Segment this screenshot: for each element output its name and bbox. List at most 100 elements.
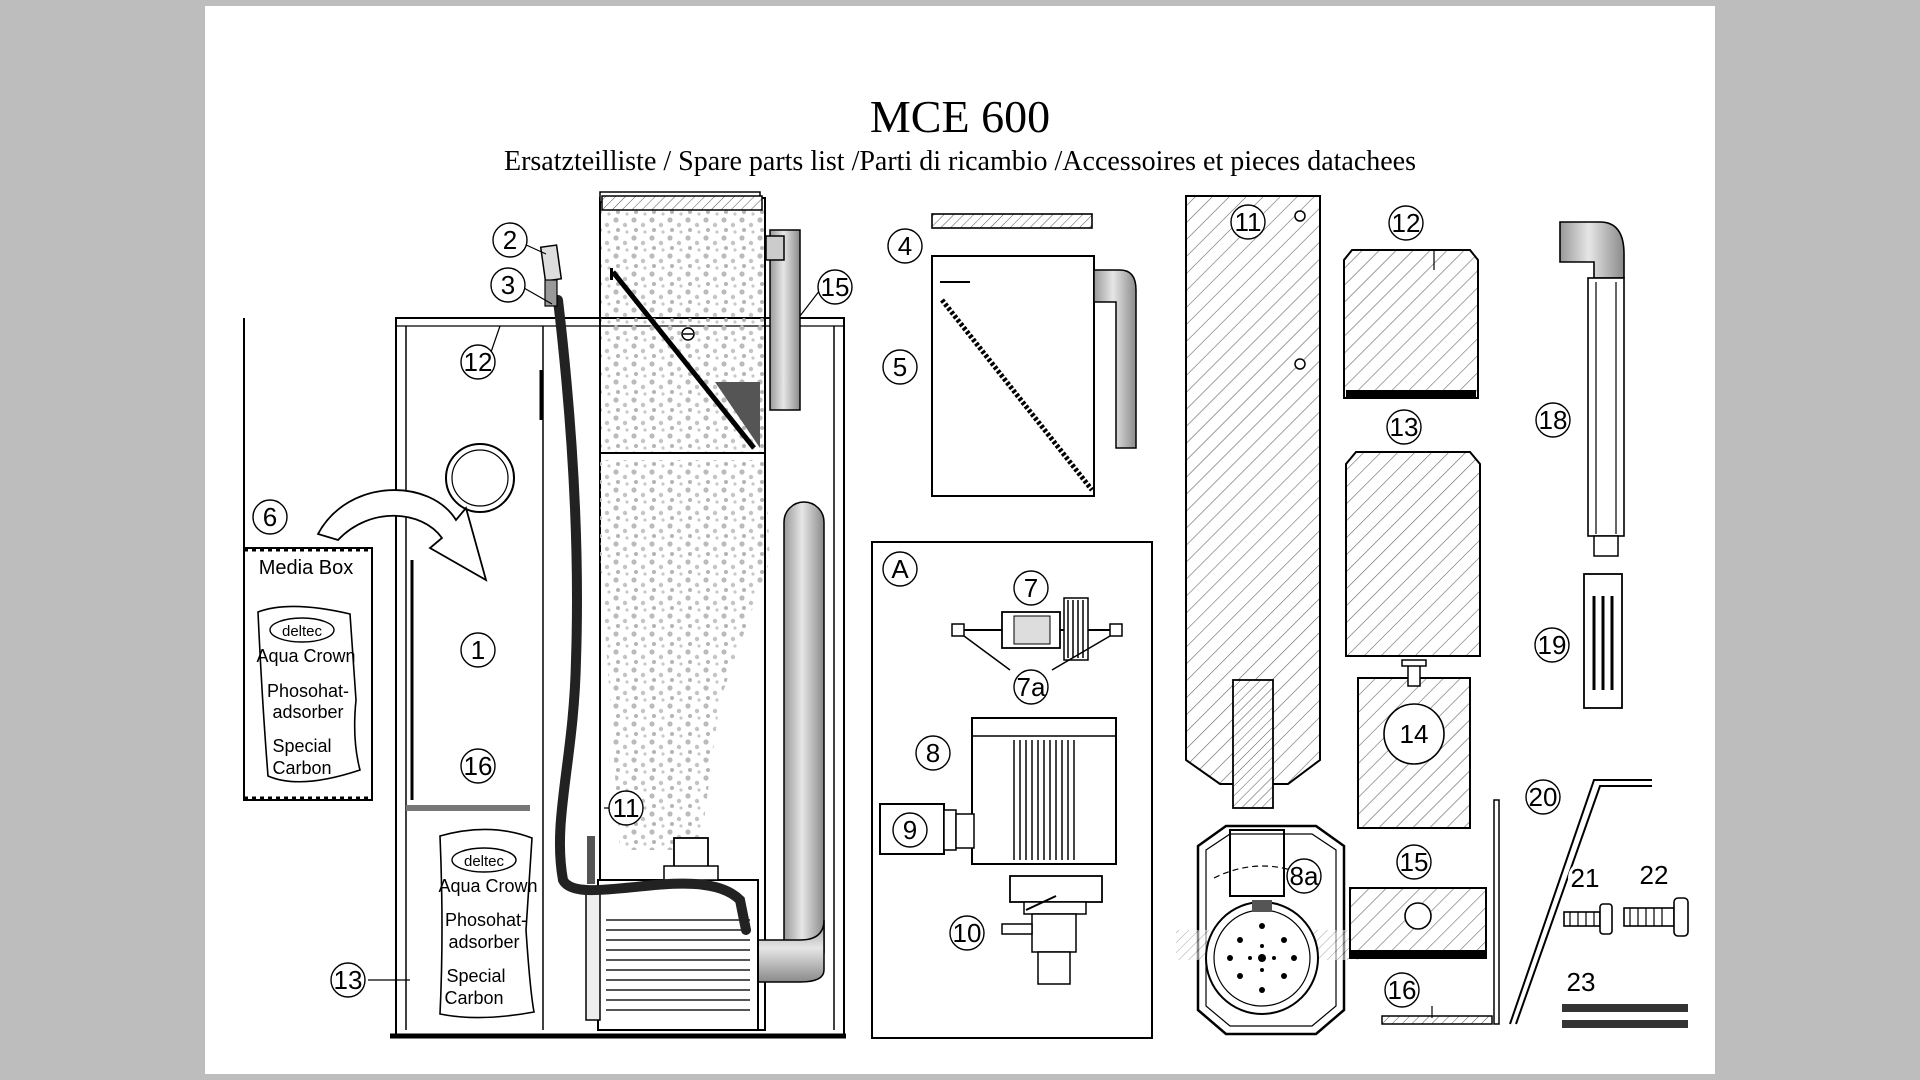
pump-motor-8 [971, 717, 1117, 865]
callout: 12 [460, 344, 496, 380]
callout-label: 6 [263, 502, 277, 532]
callout: 21 [1568, 861, 1602, 895]
filter-sponge-12 [1343, 249, 1479, 399]
screw-22 [1623, 897, 1689, 937]
callout: 11 [608, 790, 644, 826]
callout: 11 [1230, 204, 1266, 240]
filter-sponge-13 [1345, 451, 1481, 657]
impeller-housing-8a [1176, 824, 1366, 1036]
callout-label: 18 [1539, 405, 1568, 435]
baffle-plate-11 [1185, 195, 1321, 809]
media-box: Media Box deltec Aqua Crown Phosohat- ad… [243, 318, 373, 801]
callout: 2 [492, 222, 528, 258]
cup-lid [931, 213, 1093, 229]
strainer-19 [1583, 573, 1623, 709]
callout-label: 3 [501, 270, 515, 300]
callout: 13 [330, 962, 366, 998]
media-box-line: Aqua Crown [256, 646, 355, 666]
overflow-hole-inner [451, 449, 509, 507]
callout: 22 [1637, 858, 1671, 892]
callout-label: 15 [1400, 847, 1429, 877]
callout-label: 21 [1571, 863, 1600, 893]
insert-arrow [316, 489, 488, 582]
media-bag-logo: deltec [464, 853, 505, 870]
media-box-logo: deltec [282, 623, 323, 640]
callout: 20 [1525, 779, 1561, 815]
callout: 7 [1013, 570, 1049, 606]
media-bag: deltec Aqua Crown Phosohat- adsorber Spe… [438, 828, 538, 1019]
callout: 5 [882, 349, 918, 385]
media-bag-line: Special [446, 966, 505, 986]
media-box-line: Carbon [272, 758, 331, 778]
impeller-7 [951, 597, 1123, 671]
callout-label: 11 [1235, 207, 1262, 237]
callout-label: 13 [334, 965, 363, 995]
callout-label: 7a [1017, 672, 1046, 702]
callout-label: 13 [1390, 412, 1419, 442]
media-bag-line: Aqua Crown [438, 876, 537, 896]
callout: 13 [1386, 409, 1422, 445]
pump [585, 836, 759, 1031]
bracket-20 [1509, 779, 1652, 1025]
callout-label: 1 [471, 635, 485, 665]
callout: 3 [490, 267, 526, 303]
page-title: MCE 600 [869, 91, 1051, 142]
callout: 16 [1384, 972, 1420, 1008]
sponge-holder-15 [1349, 887, 1487, 959]
page-subtitle: Ersatzteilliste / Spare parts list /Part… [503, 146, 1417, 177]
media-bag-line: adsorber [448, 932, 519, 952]
callout-label: 12 [1392, 208, 1421, 238]
callout: 23 [1564, 965, 1598, 999]
outlet-pipe [765, 229, 801, 411]
callout: 1 [460, 632, 496, 668]
callout: 9 [892, 812, 928, 848]
seal-strips-23 [1562, 1004, 1688, 1028]
plate-16 [1381, 799, 1500, 1025]
callout-label: 20 [1529, 782, 1558, 812]
callout: 16 [460, 748, 496, 784]
callout: 14 [1397, 717, 1431, 751]
callout: 15 [817, 269, 853, 305]
callout-label: 23 [1567, 967, 1596, 997]
callout-label: 2 [503, 225, 517, 255]
callout: 15 [1396, 844, 1432, 880]
skimmer-lid [601, 195, 763, 211]
media-bag-line: Phosohat- [445, 910, 527, 930]
callout: 8a [1286, 858, 1322, 894]
return-pipe [755, 501, 825, 983]
elbow-tube-18 [1559, 221, 1625, 557]
callout-label: 9 [903, 815, 917, 845]
callout: A [882, 551, 918, 587]
screw-21 [1563, 903, 1613, 935]
callout-label: A [891, 554, 909, 584]
callout-label: 15 [821, 272, 850, 302]
callout: 7a [1013, 669, 1049, 705]
callout-label: 11 [613, 793, 640, 823]
venturi-10 [1001, 875, 1103, 985]
callout-label: 16 [1388, 975, 1417, 1005]
air-hose [553, 295, 751, 935]
callout-label: 8 [926, 738, 940, 768]
callout-label: 10 [953, 918, 982, 948]
callout: 12 [1388, 205, 1424, 241]
callout-label: 14 [1400, 719, 1429, 749]
callout: 6 [252, 499, 288, 535]
callout-label: 5 [893, 352, 907, 382]
media-box-line: Special [272, 736, 331, 756]
media-box-line: Phosohat- [267, 681, 349, 701]
callout-label: 8a [1290, 861, 1319, 891]
callout: 18 [1535, 402, 1571, 438]
leader-lines [368, 243, 1435, 1018]
skimmer-cup [931, 255, 1137, 497]
media-box-heading: Media Box [259, 557, 354, 579]
callout: 19 [1534, 627, 1570, 663]
callout: 4 [887, 228, 923, 264]
callout-label: 4 [898, 231, 912, 261]
media-bag-line: Carbon [444, 988, 503, 1008]
callout-label: 19 [1538, 630, 1567, 660]
callout-label: 12 [464, 347, 493, 377]
callout-label: 7 [1024, 573, 1038, 603]
callout-label: 16 [464, 751, 493, 781]
callout: 8 [915, 735, 951, 771]
